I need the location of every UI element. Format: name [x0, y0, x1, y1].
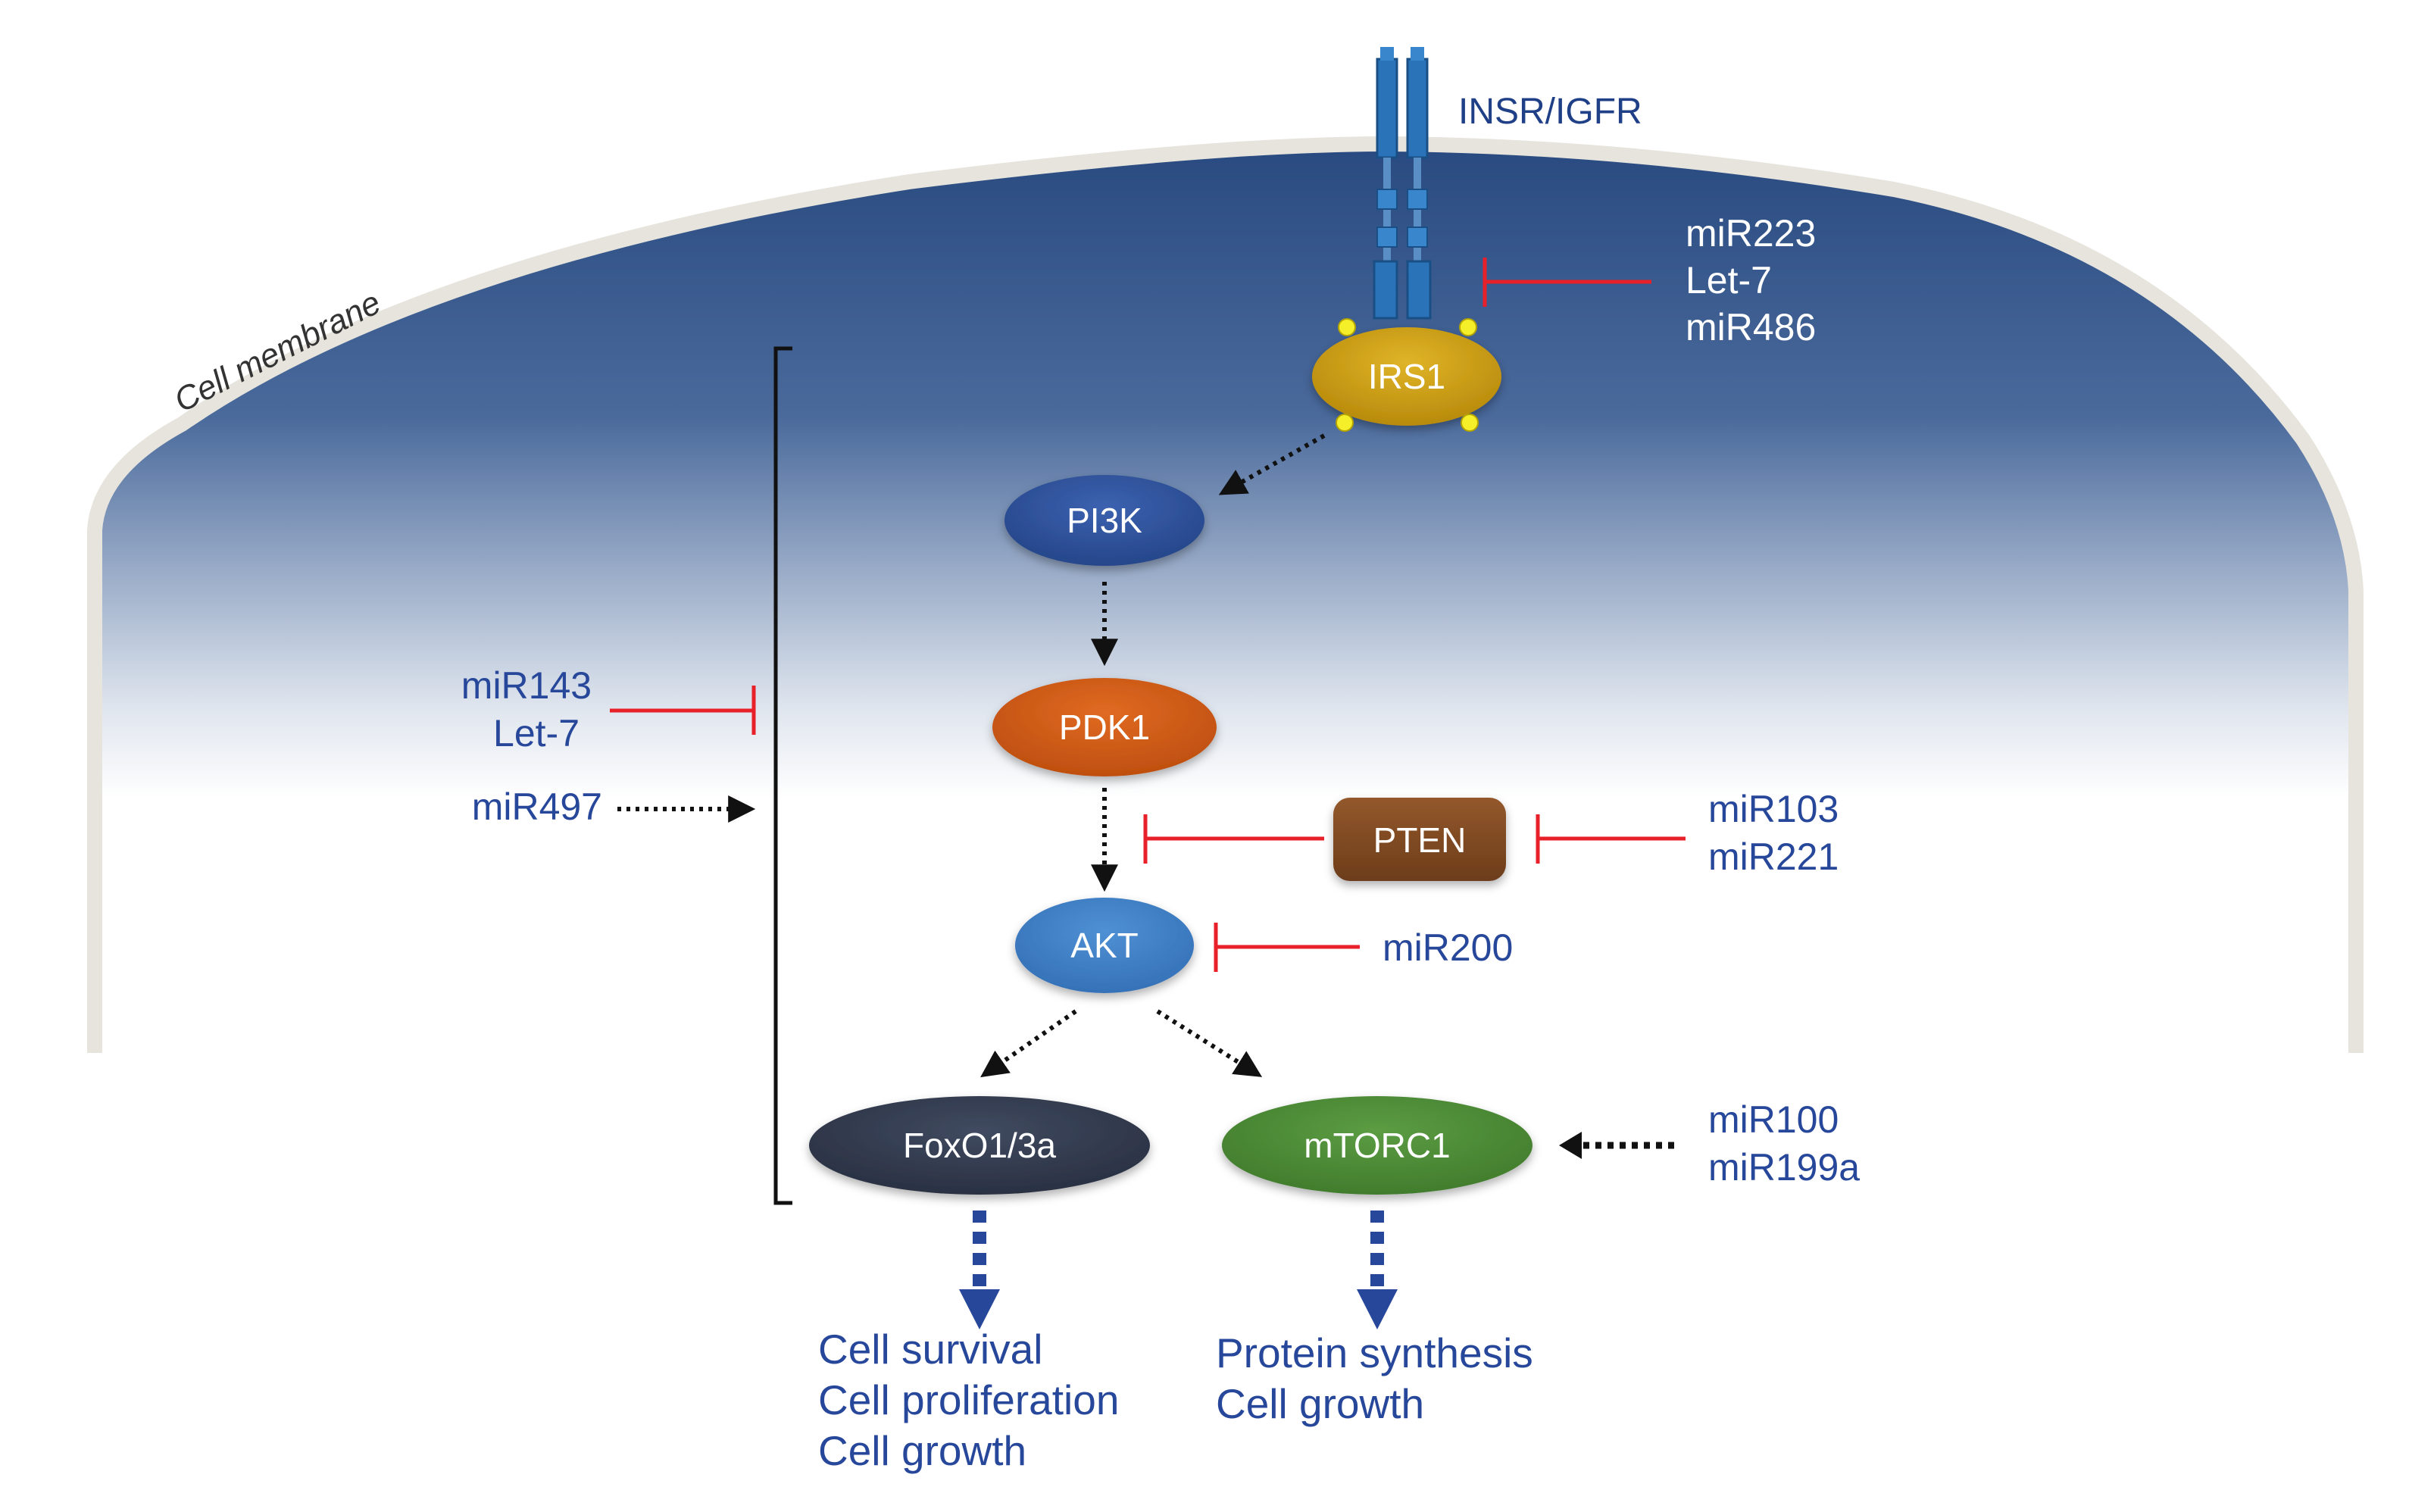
- inhibit-irs1: [1483, 258, 1651, 307]
- node-label-akt: AKT: [1070, 926, 1138, 965]
- arrow-irs1-pi3k: [1218, 433, 1326, 495]
- inhibit-mir-pten: [1536, 814, 1686, 864]
- node-irs1: IRS1: [1312, 318, 1501, 432]
- mirna-label-irs1: miR223 Let-7 miR486: [1686, 212, 1826, 348]
- mirna-label-pten: miR103 miR221: [1708, 788, 1849, 878]
- node-pi3k: PI3K: [1004, 475, 1204, 566]
- mirna-label-pathway-inhibit: miR143 Let-7: [461, 664, 602, 754]
- arrow-akt-foxo: [980, 1009, 1077, 1078]
- outcome-foxo: Cell survival Cell proliferation Cell gr…: [818, 1326, 1131, 1474]
- arrow-foxo-outcome: [959, 1211, 1000, 1329]
- node-pten: PTEN: [1333, 798, 1506, 881]
- node-label-pten: PTEN: [1373, 820, 1467, 860]
- cell: [87, 136, 2364, 1053]
- node-mtorc1: mTORC1: [1222, 1096, 1532, 1195]
- outcome-mtorc1: Protein synthesis Cell growth: [1216, 1329, 1545, 1427]
- inhibit-pten-akt: [1143, 814, 1324, 864]
- phospho-site: [1336, 414, 1354, 432]
- node-label-irs1: IRS1: [1368, 357, 1445, 396]
- node-label-pi3k: PI3K: [1067, 501, 1142, 540]
- phospho-site: [1338, 318, 1356, 336]
- inhibit-mir200-akt: [1214, 923, 1360, 972]
- node-label-foxo: FoxO1/3a: [903, 1126, 1056, 1165]
- node-foxo: FoxO1/3a: [809, 1096, 1150, 1195]
- mirna-label-mtorc1: miR100 miR199a: [1708, 1098, 1860, 1189]
- arrow-mir-mtorc1: [1559, 1132, 1674, 1159]
- arrow-mtorc1-outcome: [1357, 1211, 1398, 1329]
- node-akt: AKT: [1015, 898, 1194, 993]
- node-pdk1: PDK1: [992, 678, 1217, 776]
- mirna-label-pathway-activate: miR497: [472, 786, 602, 828]
- phospho-site: [1459, 318, 1477, 336]
- mirna-label-akt: miR200: [1383, 926, 1513, 969]
- receptor-label: INSR/IGFR: [1458, 92, 1642, 132]
- node-label-mtorc1: mTORC1: [1304, 1126, 1450, 1165]
- cell-cytoplasm: [95, 144, 2356, 1053]
- node-label-pdk1: PDK1: [1059, 708, 1150, 747]
- cell-membrane: [87, 136, 2364, 1053]
- receptor-icon: [1373, 47, 1432, 320]
- inhibit-mir143-pathway: [610, 686, 756, 735]
- arrow-akt-mtorc1: [1156, 1009, 1263, 1077]
- pathway-bracket: [773, 346, 792, 1205]
- phospho-site: [1461, 414, 1479, 432]
